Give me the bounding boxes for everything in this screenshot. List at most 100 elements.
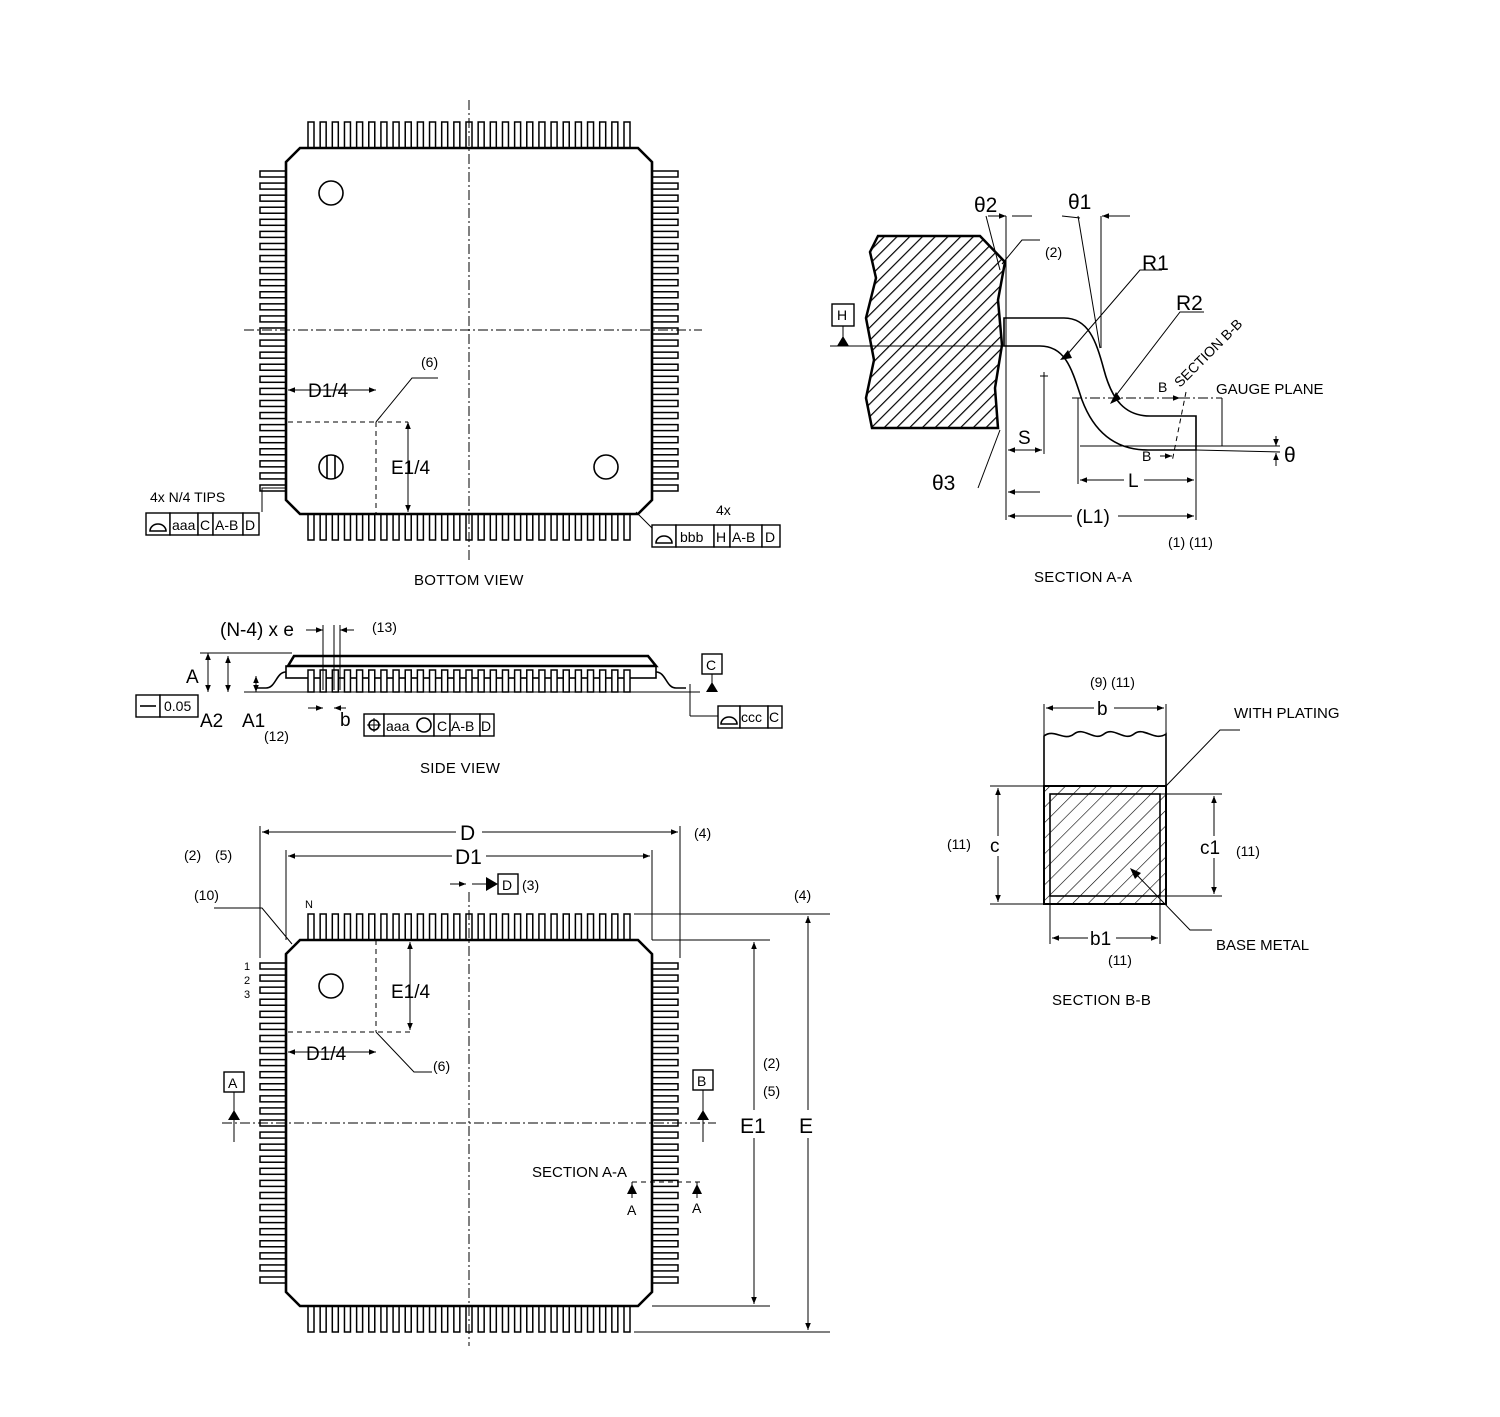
lead [259, 266, 287, 275]
base-metal-label: BASE METAL [1216, 937, 1309, 954]
lead [259, 1215, 287, 1224]
section-aa-title: SECTION A-A [1034, 569, 1132, 586]
lead [392, 669, 400, 693]
lead [651, 1095, 679, 1103]
section-a-right: A [692, 1200, 702, 1216]
lead [259, 339, 287, 347]
side-b: b [340, 710, 351, 731]
lead [392, 121, 400, 149]
lead [598, 513, 607, 541]
lead [651, 1167, 679, 1176]
lead [428, 513, 437, 541]
lead [440, 1305, 449, 1333]
lead [343, 513, 352, 541]
bottom-view-title: BOTTOM VIEW [414, 572, 524, 589]
pin-3-label: 3 [244, 989, 250, 1001]
fcf-left-datum1: C [200, 517, 210, 533]
lead [489, 121, 498, 149]
lead [651, 1022, 679, 1031]
lead [259, 291, 287, 299]
lead [259, 315, 287, 323]
fcf-profile-right: bbb H A-B D [651, 524, 781, 548]
lead [550, 913, 558, 941]
lead [651, 315, 679, 323]
lead [598, 1305, 607, 1333]
top-e14-label: E1/4 [391, 982, 431, 1003]
bottom-view: D1/4 E1/4 (6) 4x N/4 TIPS aaa C A-B D 4x… [145, 100, 781, 589]
lead [477, 669, 485, 693]
lead [259, 375, 287, 384]
lead [574, 1305, 583, 1333]
gauge-plane-label: GAUGE PLANE [1216, 381, 1324, 398]
lead [513, 913, 522, 941]
lead [651, 303, 679, 311]
position-datum2: A-B [451, 718, 474, 734]
lead [416, 513, 425, 541]
sec-a-note2: (2) [1045, 244, 1062, 260]
theta-label: θ [1284, 444, 1296, 467]
lead [651, 230, 679, 239]
lead [259, 1058, 287, 1067]
section-bb-title: SECTION B-B [1052, 992, 1151, 1009]
lead [259, 986, 287, 994]
ejector-pin-circle [593, 454, 619, 480]
lead [259, 303, 287, 311]
lead [586, 121, 595, 149]
section-b-lower: B [1142, 448, 1151, 464]
lead [380, 513, 388, 541]
bb-b-label: b [1097, 699, 1108, 720]
lead [416, 121, 425, 149]
section-bb-cut-label: SECTION B-B [1171, 316, 1246, 391]
lead [453, 669, 461, 693]
lead [501, 513, 510, 541]
side-view: A A2 A1 (12) (N-4) x e (13) b 0.05 aaa [135, 619, 783, 777]
lead [259, 278, 287, 287]
lead [651, 1107, 679, 1115]
lead [259, 254, 287, 263]
lead [651, 484, 679, 492]
lead [404, 121, 412, 149]
fcf-left-tol: aaa [172, 517, 196, 533]
lead [259, 1276, 287, 1284]
lead [550, 121, 558, 149]
lead [259, 1264, 287, 1272]
bottom-note6: (6) [421, 354, 438, 370]
dim-D: D [460, 822, 475, 845]
lead [651, 1046, 679, 1055]
with-plating-label: WITH PLATING [1234, 705, 1340, 722]
lead [651, 399, 679, 408]
lead [477, 1305, 485, 1333]
lead [259, 1252, 287, 1260]
datum-A-letter: A [228, 1075, 238, 1091]
lead [307, 669, 315, 693]
lead [331, 513, 340, 541]
lead [259, 242, 287, 251]
lead [489, 513, 498, 541]
lead [586, 669, 595, 693]
lead [428, 1305, 437, 1333]
lead [477, 913, 485, 941]
lead [259, 1143, 287, 1151]
L-label: L [1128, 471, 1139, 492]
position-datum1: C [437, 718, 447, 734]
side-A1: A1 [242, 711, 265, 732]
lead [538, 513, 546, 541]
datum-c-letter: C [706, 657, 716, 673]
lead [538, 669, 546, 693]
lead [513, 1305, 522, 1333]
lead [623, 913, 631, 941]
theta1-label: θ1 [1068, 191, 1091, 214]
right-note5: (5) [763, 1083, 780, 1099]
top-d14-label: D1/4 [306, 1044, 347, 1065]
lead [611, 513, 619, 541]
lead [550, 1305, 558, 1333]
side-view-leads [307, 669, 631, 693]
section-b-upper: B [1158, 379, 1167, 395]
datum-H-letter: H [837, 307, 847, 323]
coplanarity-fcf: ccc C [717, 705, 783, 729]
side-note13: (13) [372, 619, 397, 635]
lead [477, 121, 485, 149]
lead [513, 121, 522, 149]
lead [355, 513, 364, 541]
lead [574, 513, 583, 541]
